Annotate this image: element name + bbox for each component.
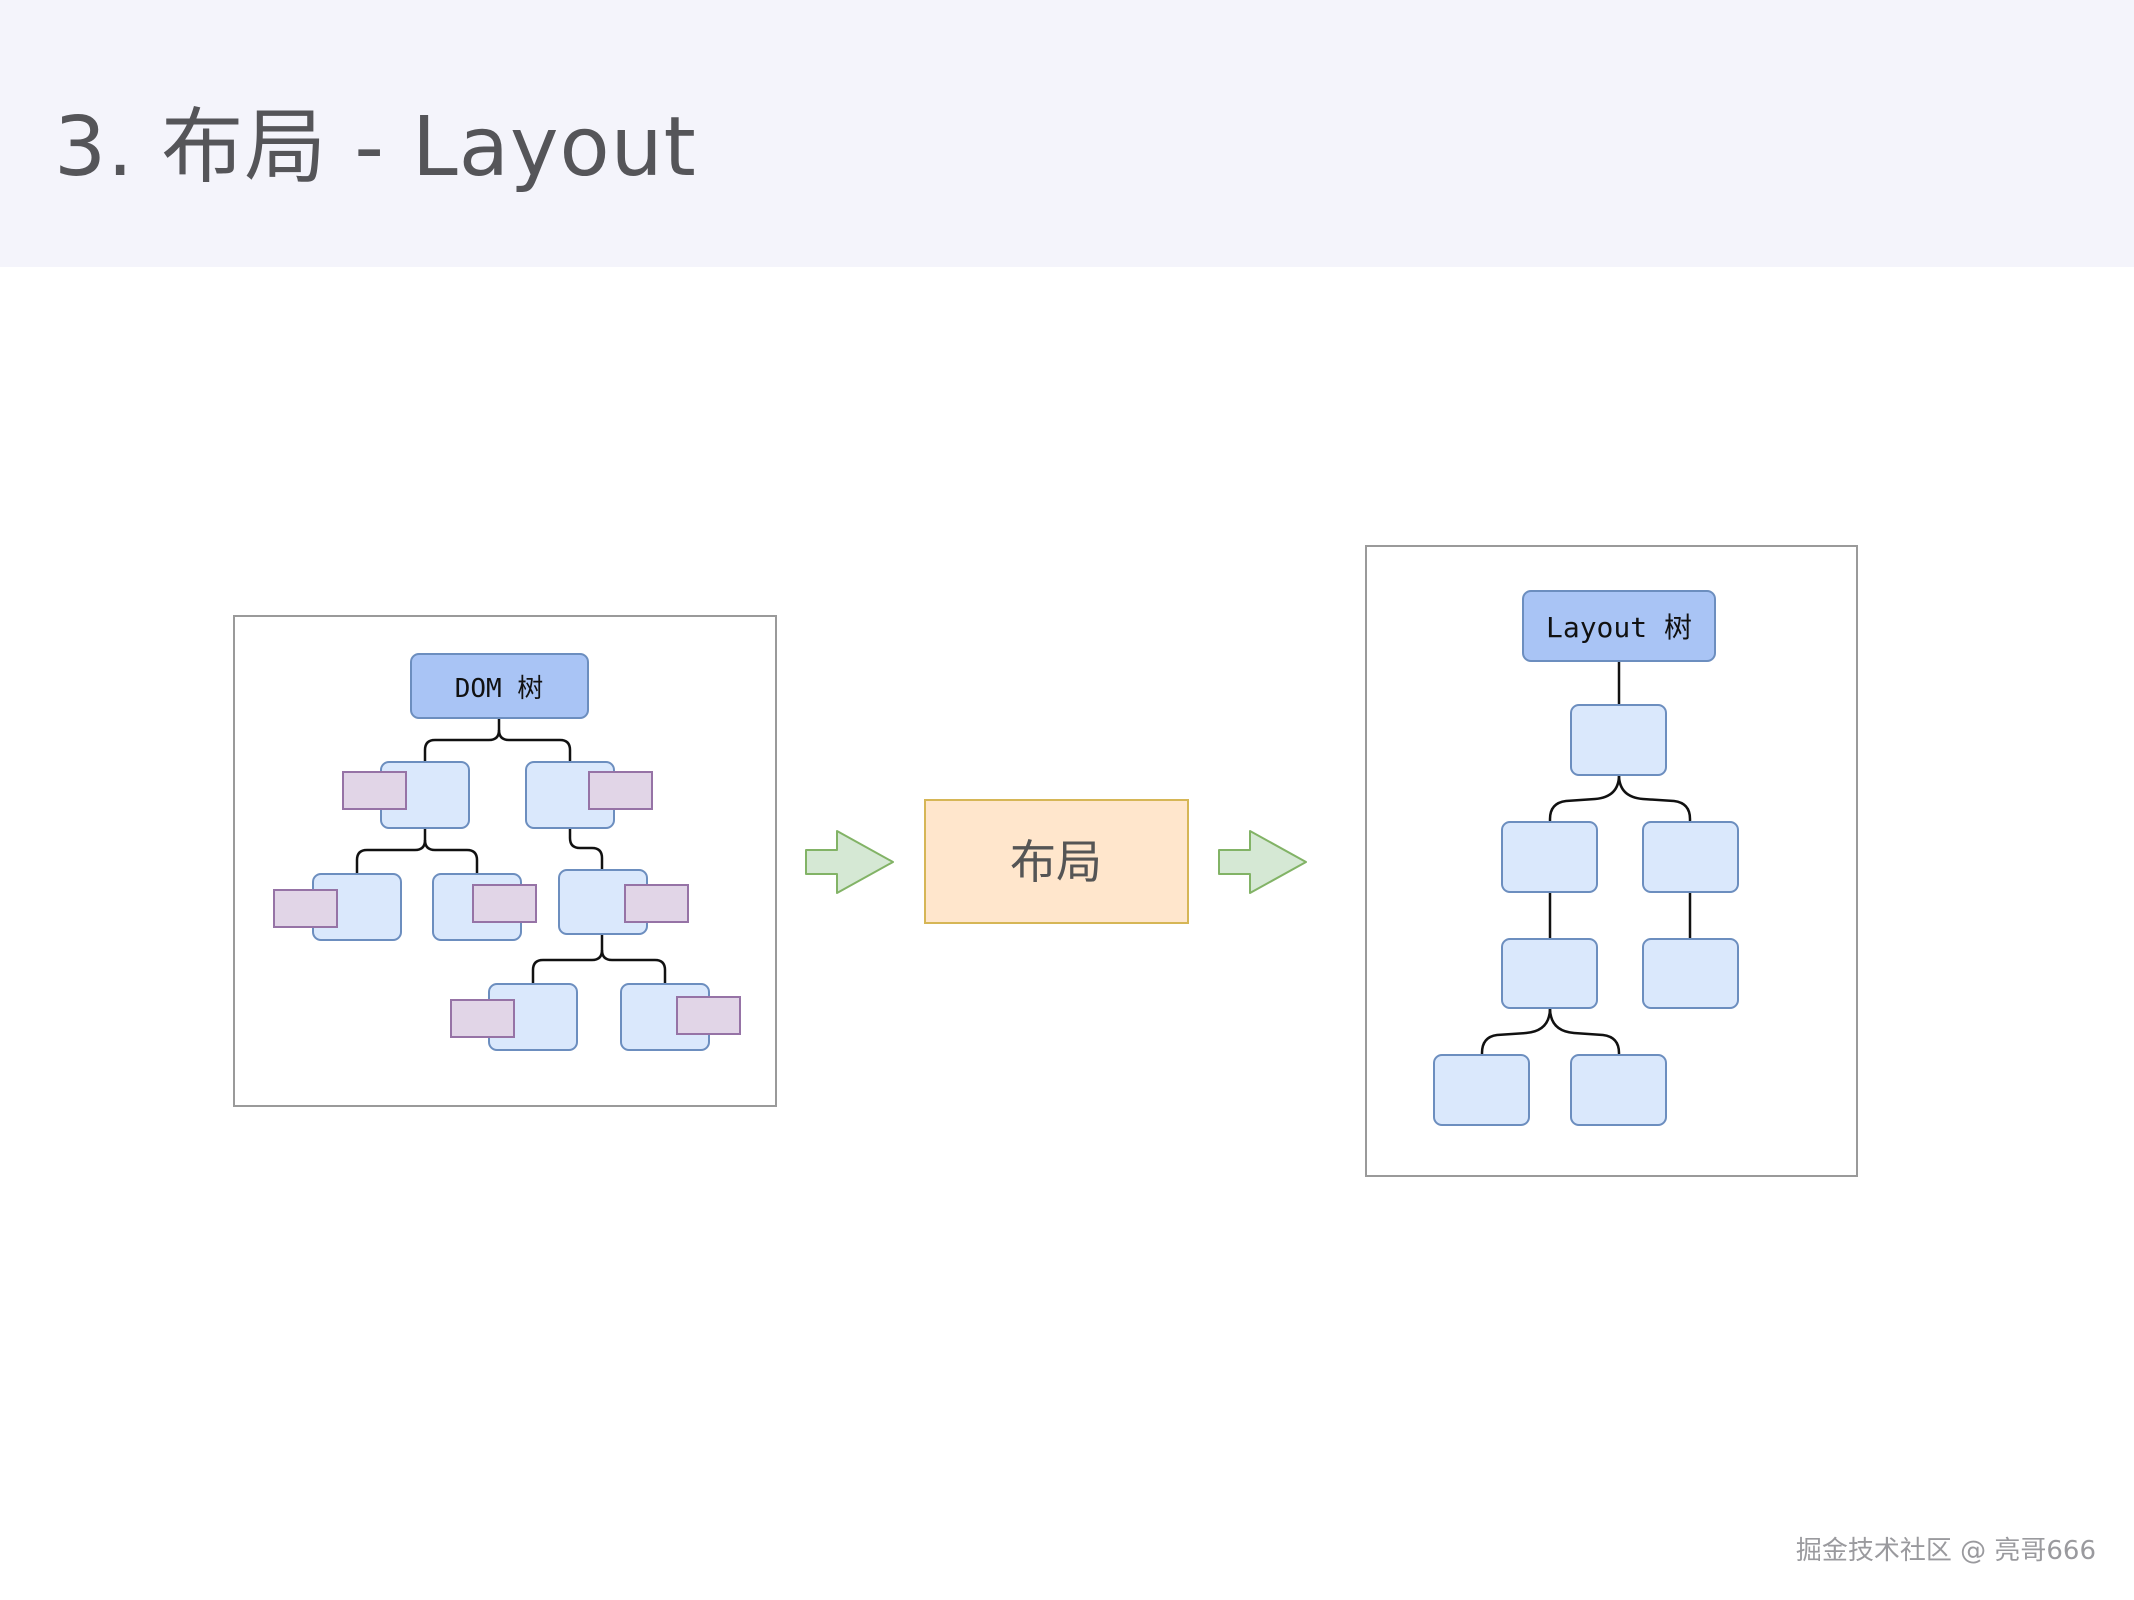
layout-process-label: 布局 — [1010, 835, 1102, 889]
dom-style-blocks — [273, 771, 741, 1038]
arrow-right-icon — [1218, 830, 1307, 894]
page-title: 3. 布局 - Layout — [54, 100, 697, 195]
layout-node — [1642, 938, 1739, 1009]
layout-node — [1642, 821, 1739, 893]
layout-tree-root-label: Layout 树 — [1546, 611, 1692, 644]
style-block — [588, 771, 653, 810]
style-block — [624, 884, 689, 923]
layout-tree-connectors — [1480, 661, 1692, 1055]
arrow-right-icon — [805, 830, 894, 894]
layout-tree-root-node — [1522, 590, 1716, 662]
dom-tree-connectors — [355, 718, 667, 984]
layout-node — [1570, 1054, 1667, 1126]
layout-process-box — [924, 799, 1189, 924]
style-block — [342, 771, 407, 810]
layout-node — [1501, 821, 1598, 893]
style-block — [273, 889, 338, 928]
style-block — [676, 996, 741, 1035]
layout-node — [1501, 938, 1598, 1009]
watermark: 掘金技术社区 @ 亮哥666 — [1795, 1536, 2096, 1566]
style-block — [450, 999, 515, 1038]
dom-tree-root-label: DOM 树 — [455, 674, 544, 704]
style-block — [472, 884, 537, 923]
dom-tree-root-node — [410, 653, 589, 719]
header-bar — [0, 0, 2134, 267]
layout-node — [1570, 704, 1667, 776]
layout-node — [1433, 1054, 1530, 1126]
layout-tree-nodes — [1433, 704, 1739, 1126]
